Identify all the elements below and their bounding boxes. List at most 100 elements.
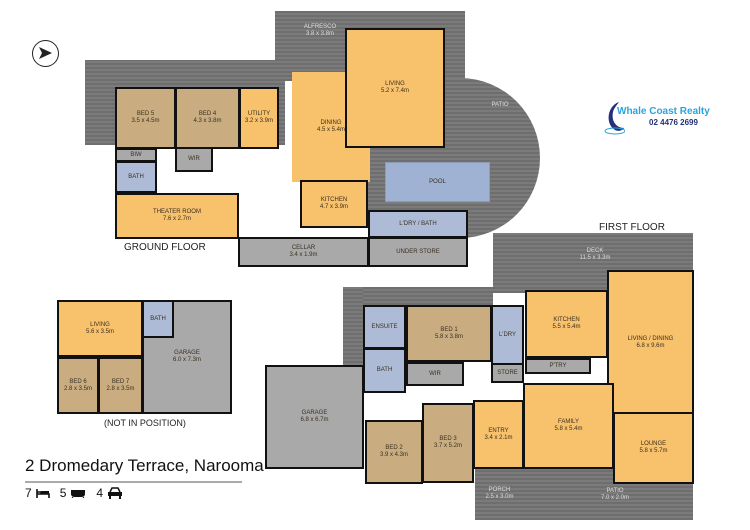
room-name: UTILITY [247,111,271,117]
room-name: BED 1 [440,326,458,333]
room-name: WIR [429,370,441,377]
room-name: BED 6 [69,378,87,385]
room-size: 5.8 x 3.8m [434,333,463,340]
room-store: STORE [491,363,524,383]
room-ensuite: ENSUITE [363,305,406,349]
room-wir-g: WIR [175,147,213,172]
room-name: ALFRESCO [303,24,337,30]
room-name: LOUNGE [640,441,667,447]
room-name: L'DRY [498,331,517,338]
room-name: KITCHEN [320,197,348,203]
room-bath-f: BATH [363,348,406,393]
room-size: 7.0 x 2.0m [600,495,629,501]
room-size: 3.8 x 3.8m [305,31,334,37]
room-size: 5.6 x 3.5m [85,328,114,335]
beds-feature: 7 [25,486,50,500]
cars-feature: 4 [96,486,123,500]
room-size: 5.5 x 5.4m [552,324,581,330]
agency-phone: 02 4476 2699 [649,118,698,127]
room-name: UNDER STORE [396,248,440,255]
room-name: BATH [150,315,166,322]
room-name: THEATER ROOM [153,209,201,215]
room-name: LIVING [385,81,405,87]
whale-logo-icon [604,102,625,135]
agency-logo: Whale Coast Realty 02 4476 2699 [603,98,723,138]
agency-name: Whale Coast Realty [617,106,710,117]
room-name: DECK [586,248,604,254]
deck-area [343,287,493,309]
room-size: 4.7 x 3.9m [319,204,348,210]
room-name: GARAGE [174,350,200,356]
not-in-position-label: (NOT IN POSITION) [104,418,186,428]
room-size: 11.5 x 3.3m [579,255,611,261]
room-name: LIVING / DINING [627,335,674,342]
room-name: ENSUITE [371,323,398,330]
room-size: 6.8 x 9.6m [636,342,665,349]
room-name: PATIO [606,488,624,494]
room-name: BATH [128,173,144,180]
room-name: P'TRY [549,362,567,369]
room-wir-f: WIR [406,362,464,386]
room-name: ENTRY [488,427,509,434]
cars-count: 4 [96,486,104,500]
bath-icon [71,490,86,498]
property-address: 2 Dromedary Terrace, Narooma [25,456,264,475]
room-size: 5.8 x 5.7m [639,448,668,454]
room-ldry-bath: L'DRY / BATH [368,210,468,238]
room-size: 7.6 x 2.7m [162,216,191,222]
room-name: BED 3 [439,436,457,442]
room-pool: POOL [385,162,490,202]
room-size: 4.3 x 3.8m [193,118,222,124]
baths-count: 5 [59,486,67,500]
room-pantry: P'TRY [525,358,591,374]
room-name: POOL [429,178,446,185]
ground-floor-label: GROUND FLOOR [124,242,206,253]
baths-feature: 5 [60,486,87,500]
room-size: 3.4 x 1.9m [289,252,318,258]
room-name: LIVING [90,321,110,328]
room-size: 2.8 x 3.5m [63,385,92,392]
room-name: DINING [320,120,342,126]
room-name: WIR [188,156,200,162]
room-patio-g: PATIO [470,90,530,120]
room-ldry: L'DRY [491,305,524,365]
beds-count: 7 [25,486,32,500]
room-name: BED 4 [198,111,217,117]
room-size: 5.2 x 7.4m [380,88,409,94]
room-name: BATH [376,367,393,373]
room-size: 3.4 x 2.1m [484,434,513,441]
room-size: 3.5 x 4.5m [131,118,160,124]
room-name: KITCHEN [553,317,580,323]
room-biw-g: BIW [115,148,157,162]
room-name: GARAGE [301,410,328,416]
property-features: 7 5 4 [25,486,123,500]
room-size: 4.5 x 5.4m [316,127,345,133]
room-size: 6.0 x 7.3m [172,357,201,363]
room-name: BED 2 [385,445,403,451]
deck-area [343,287,363,367]
room-size: 3.9 x 4.3m [379,452,408,458]
room-name: PORCH [488,487,511,493]
room-bath-a: BATH [142,300,174,338]
room-name: L'DRY / BATH [399,220,437,227]
